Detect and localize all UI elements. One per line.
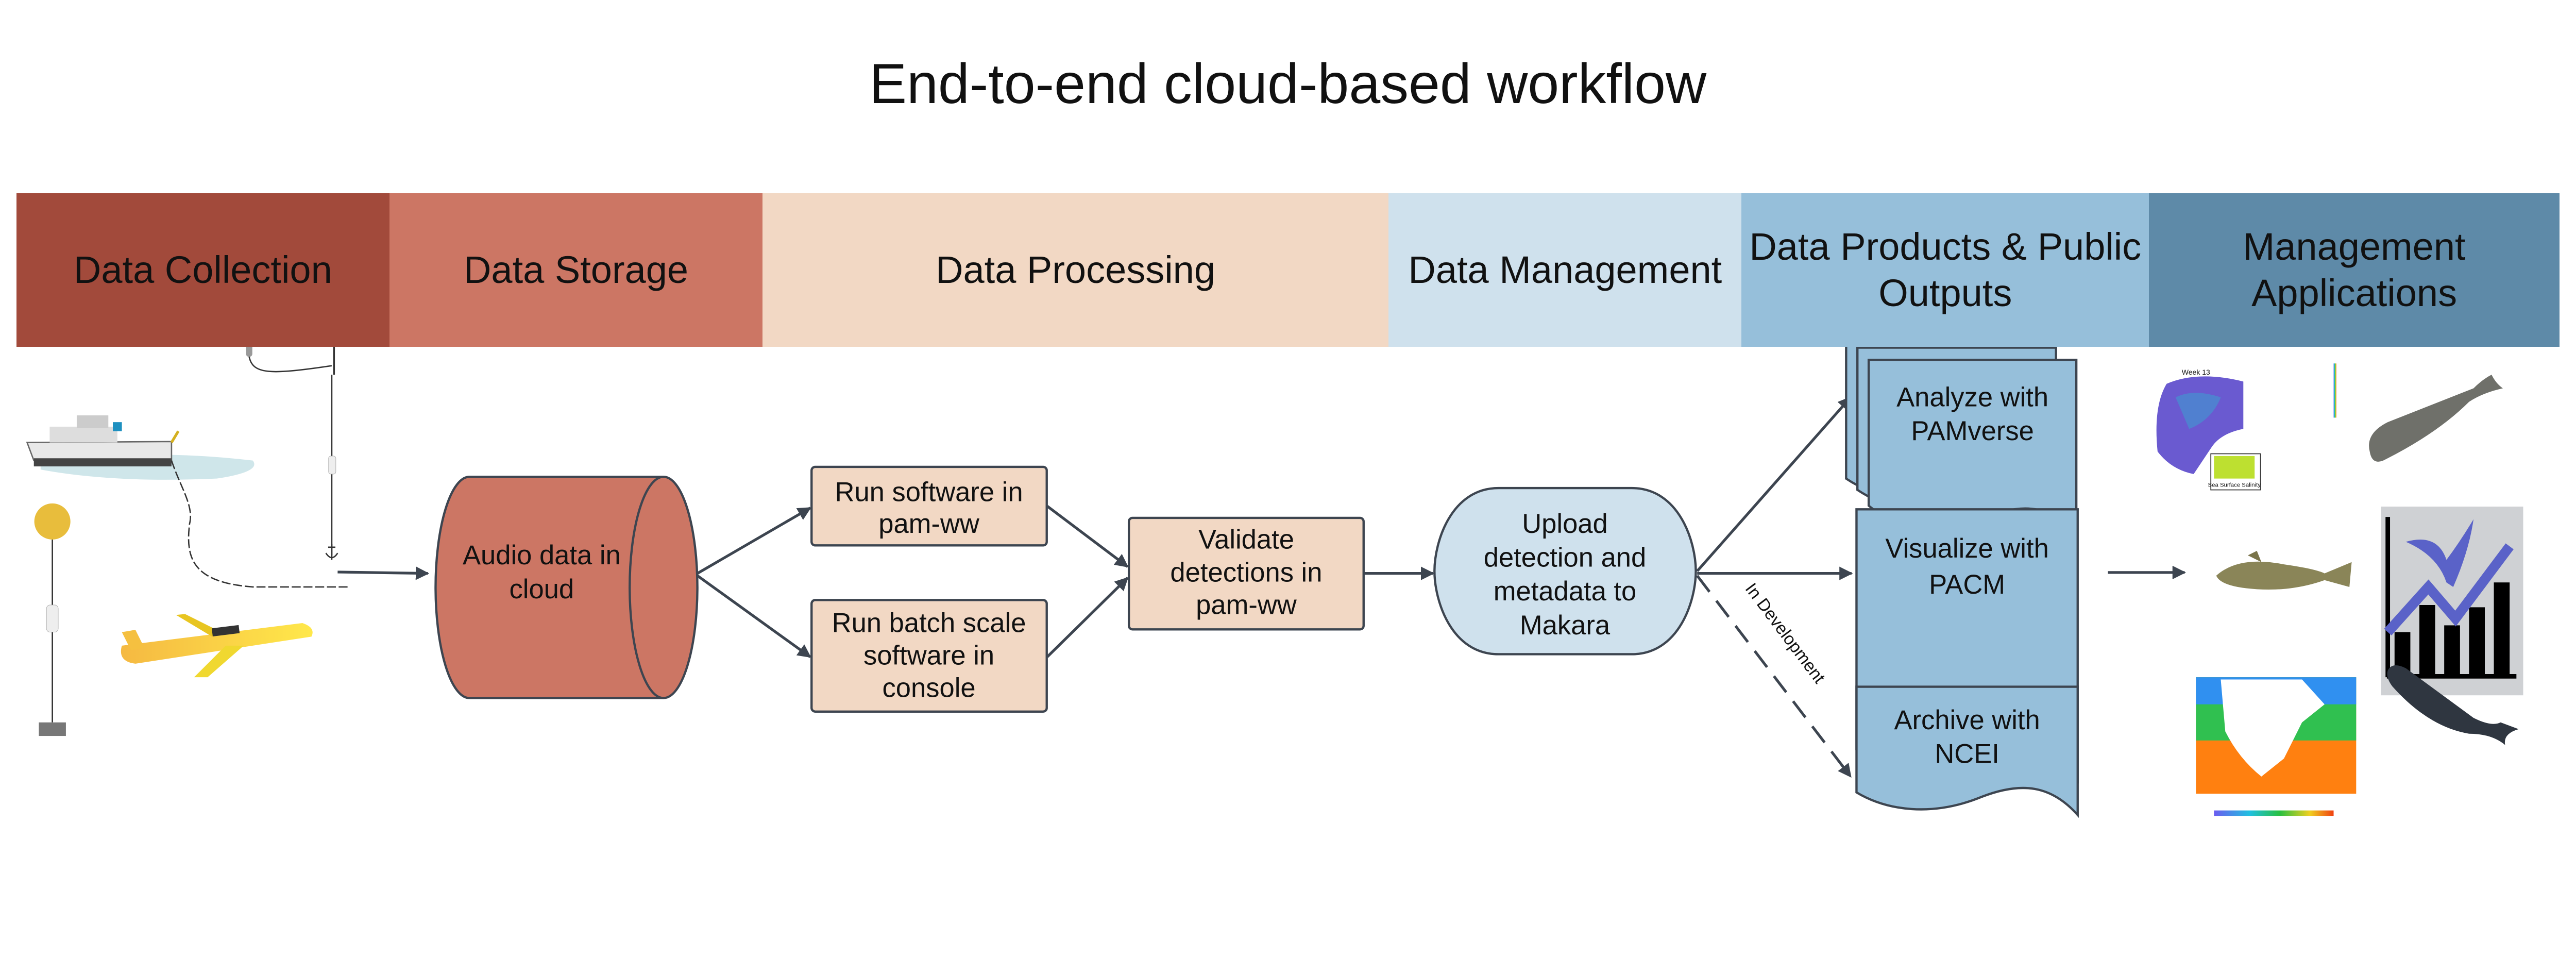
cod-fish-icon xyxy=(2216,550,2352,590)
bottom-mooring-icon xyxy=(34,503,71,736)
workflow-page: End-to-end cloud-based workflow Audio da… xyxy=(16,53,2560,818)
whale-tail-trend-chart-icon xyxy=(2381,507,2523,696)
research-vessel-icon xyxy=(26,415,255,480)
stage-header: Data Collection Data Storage Data Proces… xyxy=(16,193,2560,347)
stage-label: Data Collection xyxy=(73,248,332,291)
edge-label-in-development: In Development xyxy=(1741,580,1829,687)
towed-array-cable-icon xyxy=(171,460,348,588)
sperm-whale-icon xyxy=(2369,375,2503,462)
stage-label: Data Processing xyxy=(936,248,1215,291)
ocean-glider-icon xyxy=(121,614,313,678)
edge-storage-to-run-software xyxy=(697,507,811,575)
edge-storage-to-run-batch xyxy=(697,574,811,658)
edge-run-batch-to-validate xyxy=(1046,577,1129,658)
stage-label: Data Management xyxy=(1408,248,1722,291)
stage-data-storage: Data Storage xyxy=(389,193,762,347)
svg-text:Sea Surface Salinity: Sea Surface Salinity xyxy=(2208,482,2261,488)
workflow-diagram: End-to-end cloud-based workflow Audio da… xyxy=(26,53,2523,818)
stage-label: Applications xyxy=(2251,272,2458,314)
surface-buoy-mooring-icon xyxy=(246,334,338,560)
humpback-whale-icon xyxy=(2387,665,2519,745)
stage-label: Data Products & Public xyxy=(1749,225,2142,268)
diagram-title: End-to-end cloud-based workflow xyxy=(869,53,1707,115)
density-map-icon: Week 13 Sea Surface Salinity xyxy=(2156,363,2336,491)
sea-surface-temperature-map-icon xyxy=(2196,677,2357,816)
svg-text:Week 13: Week 13 xyxy=(2182,368,2210,376)
stage-label: Outputs xyxy=(1878,272,2012,314)
edge-run-software-to-validate xyxy=(1046,505,1129,568)
edge-upload-to-analyze xyxy=(1696,396,1852,573)
stage-label: Management xyxy=(2243,225,2466,268)
stage-label: Data Storage xyxy=(463,248,689,291)
stage-data-management: Data Management xyxy=(1388,193,1742,347)
stage-data-collection: Data Collection xyxy=(16,193,390,347)
edge-upload-to-archive-dashed xyxy=(1696,575,1852,778)
stage-data-processing: Data Processing xyxy=(762,193,1389,347)
edge-collection-to-storage xyxy=(337,566,430,580)
